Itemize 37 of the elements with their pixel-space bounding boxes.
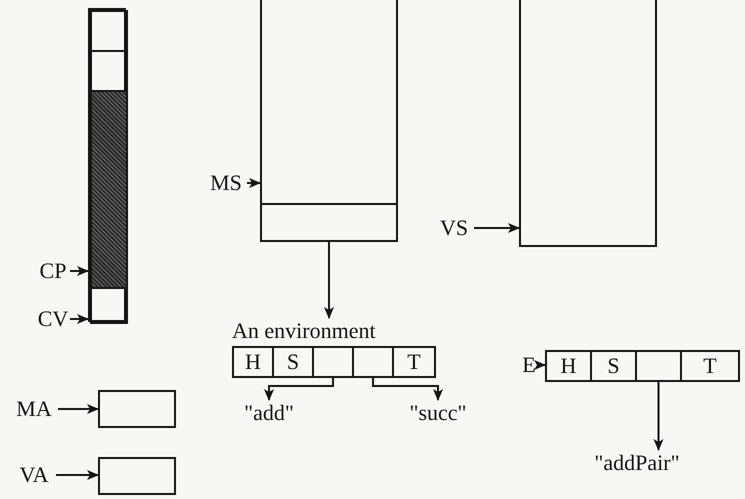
arrow: [56, 470, 99, 480]
record-field: H: [545, 350, 592, 382]
pointer-label: VA: [12, 462, 56, 488]
record-field: [352, 346, 394, 378]
register-box: [98, 457, 176, 495]
pointer-label: MA: [10, 396, 58, 422]
arrow: [324, 242, 334, 319]
pointer-label: E: [518, 352, 540, 378]
record-field: [312, 346, 354, 378]
pointer-label: CP: [36, 258, 70, 284]
pointer-label: "add": [234, 400, 304, 426]
arrow: [534, 360, 546, 370]
record-heading: An environment: [232, 318, 376, 344]
pointer-label: VS: [434, 215, 474, 241]
record-field: H: [232, 346, 274, 378]
pointer-label: "succ": [398, 400, 478, 426]
arrow: [247, 178, 261, 188]
register-box: [98, 390, 176, 428]
record-field: T: [680, 350, 740, 382]
arrow: [372, 378, 443, 401]
arrow: [654, 382, 664, 451]
arrow: [264, 378, 334, 401]
record-field: S: [272, 346, 314, 378]
arrow: [70, 314, 89, 324]
arrow: [70, 266, 89, 276]
memory-column: [88, 8, 126, 322]
pointer-label: "addPair": [574, 450, 700, 476]
arrow: [58, 404, 99, 414]
record-field: [635, 350, 682, 382]
pointer-label: MS: [205, 170, 247, 196]
memory-cell: [90, 10, 128, 52]
record-field: T: [392, 346, 436, 378]
shaded-region: [90, 90, 128, 289]
memory-cell: [90, 287, 128, 324]
pointer-label: CV: [36, 306, 70, 332]
arrow: [474, 223, 520, 233]
record-field: S: [590, 350, 637, 382]
